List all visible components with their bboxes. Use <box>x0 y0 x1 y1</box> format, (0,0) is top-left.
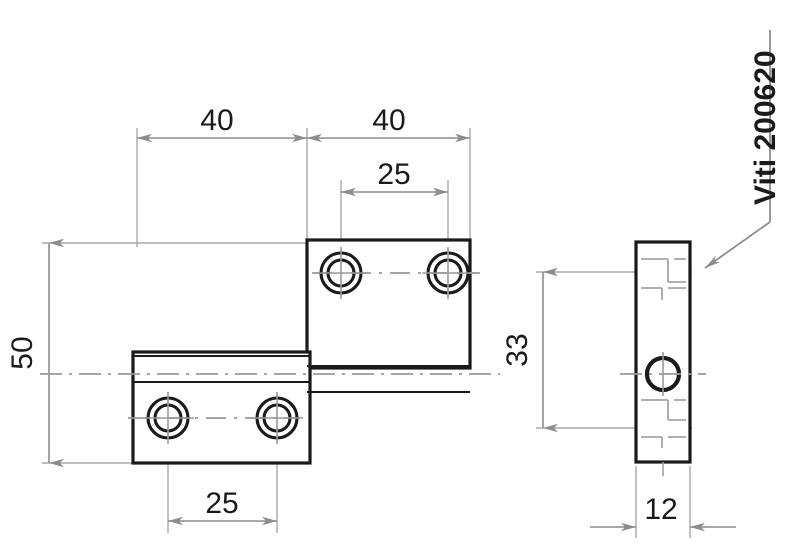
side-view <box>620 240 706 480</box>
dimension-lines <box>48 133 736 532</box>
right-knuckle-band <box>307 365 470 393</box>
dim-text-25-top: 25 <box>377 158 410 191</box>
counterbore-hole <box>251 392 303 444</box>
note-leader <box>704 30 771 269</box>
counterbore-hole <box>142 392 194 444</box>
upper-plate-holes <box>315 247 474 299</box>
lower-plate-holes <box>142 392 303 444</box>
side-view-hidden-lines-lower <box>641 399 686 421</box>
dim-text-33: 33 <box>501 333 534 366</box>
front-view <box>40 238 500 465</box>
dim-text-40-left: 40 <box>200 104 233 137</box>
side-view-hidden-lines-upper2 <box>641 287 686 300</box>
dim-text-25-bottom: 25 <box>205 487 238 520</box>
part-note-label: Viti 200620 <box>749 50 782 205</box>
counterbore-hole <box>422 247 474 299</box>
dim-text-50: 50 <box>6 336 39 369</box>
side-view-hidden-lines-lower2 <box>641 436 686 448</box>
counterbore-hole <box>315 247 367 299</box>
left-knuckle-band <box>133 355 310 383</box>
side-view-hidden-lines-upper <box>641 258 686 283</box>
dim-text-40-right: 40 <box>372 104 405 137</box>
dim-text-12: 12 <box>644 493 677 526</box>
